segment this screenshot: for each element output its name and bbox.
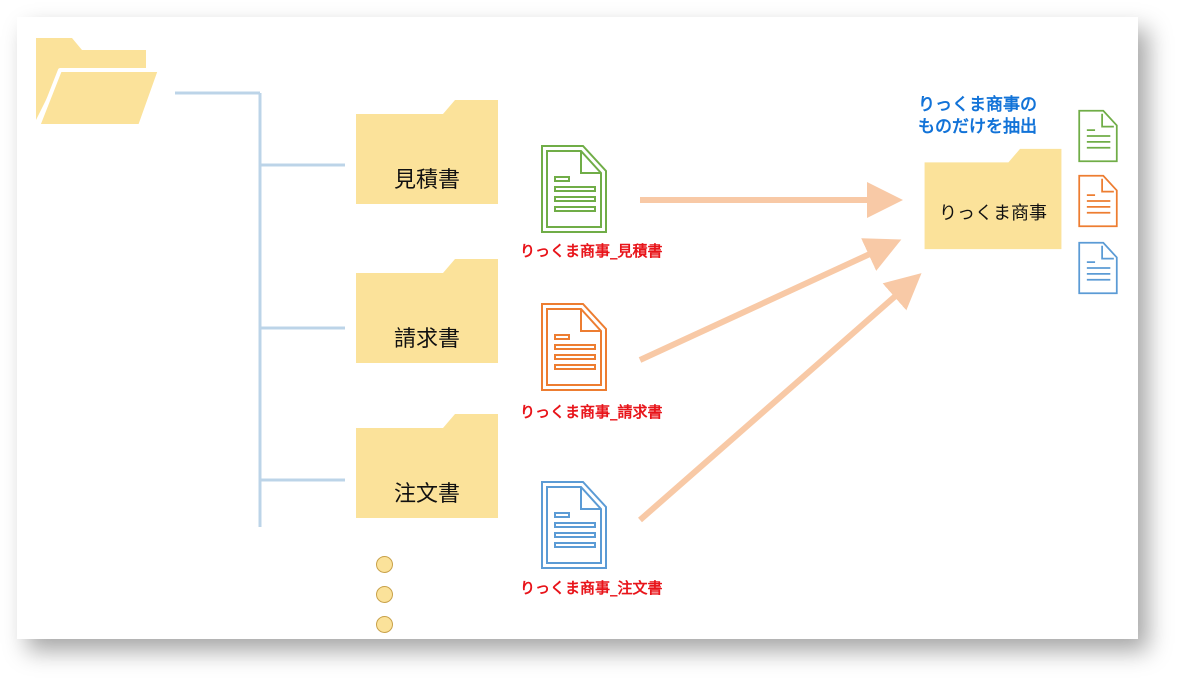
small-document-blue (1077, 241, 1119, 295)
document-seikyu[interactable] (539, 301, 609, 393)
document-icon (1078, 109, 1118, 163)
folder-icon (356, 100, 498, 204)
folder-icon (356, 259, 498, 363)
document-chumon[interactable] (539, 479, 609, 571)
folder-mitsumori[interactable]: 見積書 (355, 98, 499, 208)
open-folder-icon (36, 38, 162, 128)
document-icon (1078, 174, 1118, 228)
more-dot (376, 586, 393, 603)
more-dot (376, 616, 393, 633)
folder-chumon[interactable]: 注文書 (355, 412, 499, 522)
folder-icon (924, 148, 1062, 250)
document-mitsumori[interactable] (539, 143, 609, 235)
folder-label: 請求書 (393, 327, 460, 352)
folder-target[interactable]: りっくま商事 (922, 147, 1064, 253)
extract-note-line1: りっくま商事の (918, 95, 1037, 115)
document-icon (541, 481, 607, 569)
small-document-green (1077, 109, 1119, 163)
folder-label: 見積書 (393, 168, 460, 193)
small-document-orange (1077, 174, 1119, 228)
document-icon (541, 145, 607, 233)
extract-note-line2: ものだけを抽出 (918, 117, 1037, 137)
document-icon (1078, 241, 1118, 295)
extract-note: りっくま商事の ものだけを抽出 (918, 94, 1037, 138)
folder-label: 注文書 (393, 482, 460, 507)
extract-arrows (638, 182, 922, 523)
folder-seikyu[interactable]: 請求書 (355, 257, 499, 367)
diagram-card (17, 17, 1138, 639)
more-dot (376, 556, 393, 573)
folder-icon (356, 414, 498, 518)
target-folder-label: りっくま商事 (939, 203, 1047, 224)
document-caption: りっくま商事_注文書 (520, 579, 663, 597)
document-caption: りっくま商事_請求書 (520, 403, 663, 421)
arrow-2 (638, 238, 902, 363)
document-caption: りっくま商事_見積書 (520, 242, 663, 260)
tree-lines (175, 91, 345, 527)
arrow-3 (638, 273, 922, 523)
document-icon (541, 303, 607, 391)
